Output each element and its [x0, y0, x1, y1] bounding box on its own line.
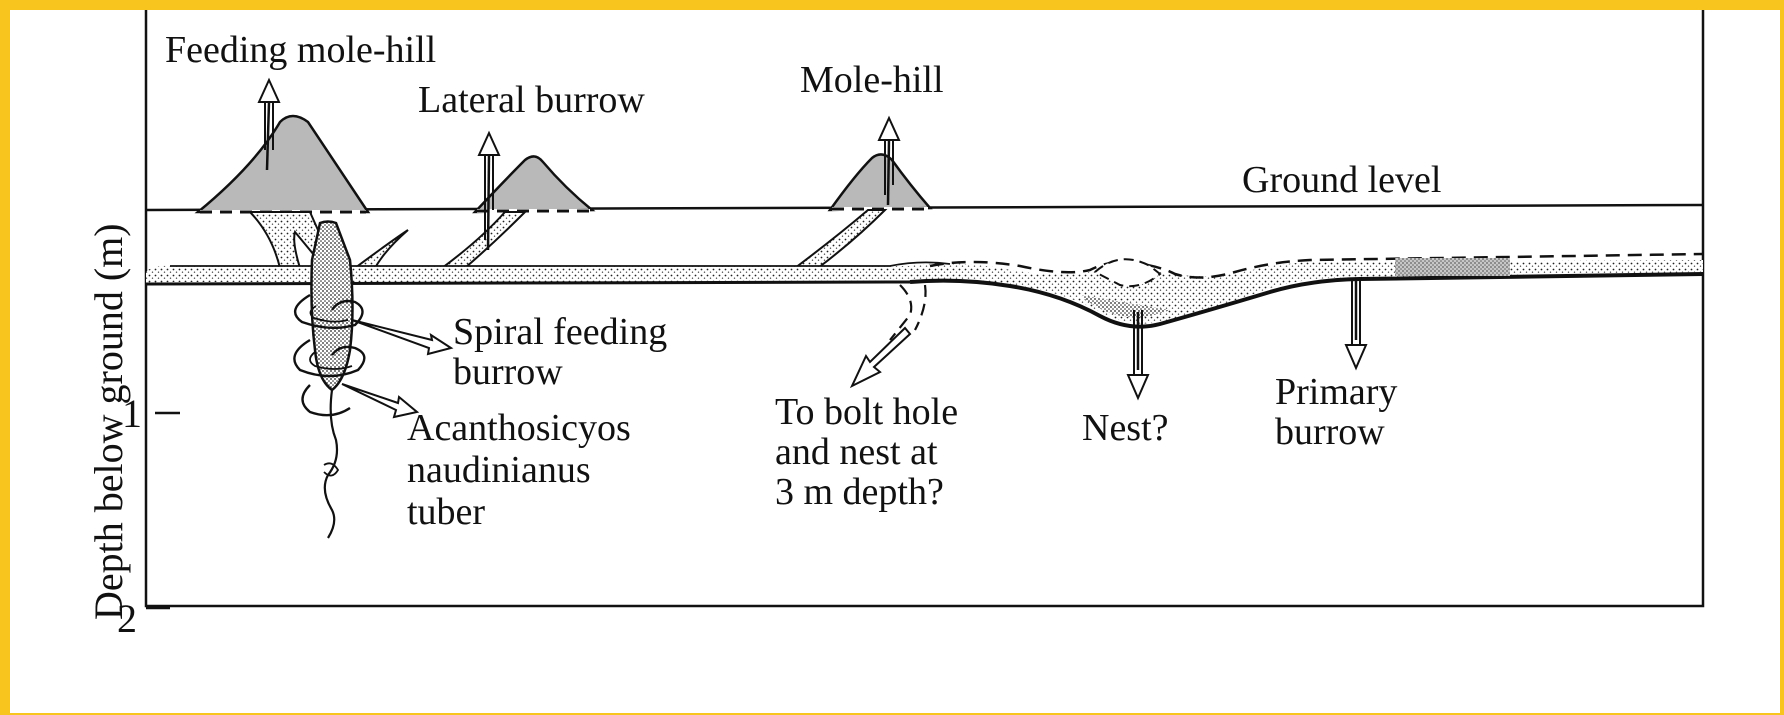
label-spiral-feeding: Spiral feeding	[453, 312, 667, 352]
tick-label-1: 1	[122, 390, 142, 437]
feeding-molehill	[198, 116, 368, 212]
label-feeding-molehill: Feeding mole-hill	[165, 30, 436, 70]
label-primary: Primary	[1275, 372, 1397, 412]
label-spiral-burrow: burrow	[453, 352, 563, 392]
label-tuber-species: naudinianus	[407, 450, 591, 490]
label-lateral-burrow: Lateral burrow	[418, 80, 645, 120]
tuber	[311, 222, 352, 391]
label-bolt-hole-1: To bolt hole	[775, 392, 958, 432]
molehill	[830, 154, 930, 210]
arrow-bolt-hole	[852, 328, 910, 386]
label-ground-level: Ground level	[1242, 160, 1441, 200]
lateral-shaft	[442, 212, 525, 268]
arrow-tuber	[342, 384, 417, 417]
label-nest: Nest?	[1082, 408, 1169, 448]
burrow-diagram	[10, 10, 1780, 713]
label-tuber-word: tuber	[407, 492, 485, 532]
label-bolt-hole-2: and nest at	[775, 432, 938, 472]
diagram-canvas: Feeding mole-hill Lateral burrow Mole-hi…	[10, 10, 1780, 713]
side-branch	[355, 230, 408, 268]
label-tuber-genus: Acanthosicyos	[407, 408, 631, 448]
label-bolt-hole-3: 3 m depth?	[775, 472, 944, 512]
label-primary-burrow: burrow	[1275, 412, 1385, 452]
label-molehill: Mole-hill	[800, 60, 944, 100]
arrow-spiral	[352, 320, 451, 354]
molehill-shaft	[795, 210, 885, 268]
arrow-primary-burrow	[1346, 278, 1366, 368]
tick-label-2: 2	[117, 595, 137, 642]
